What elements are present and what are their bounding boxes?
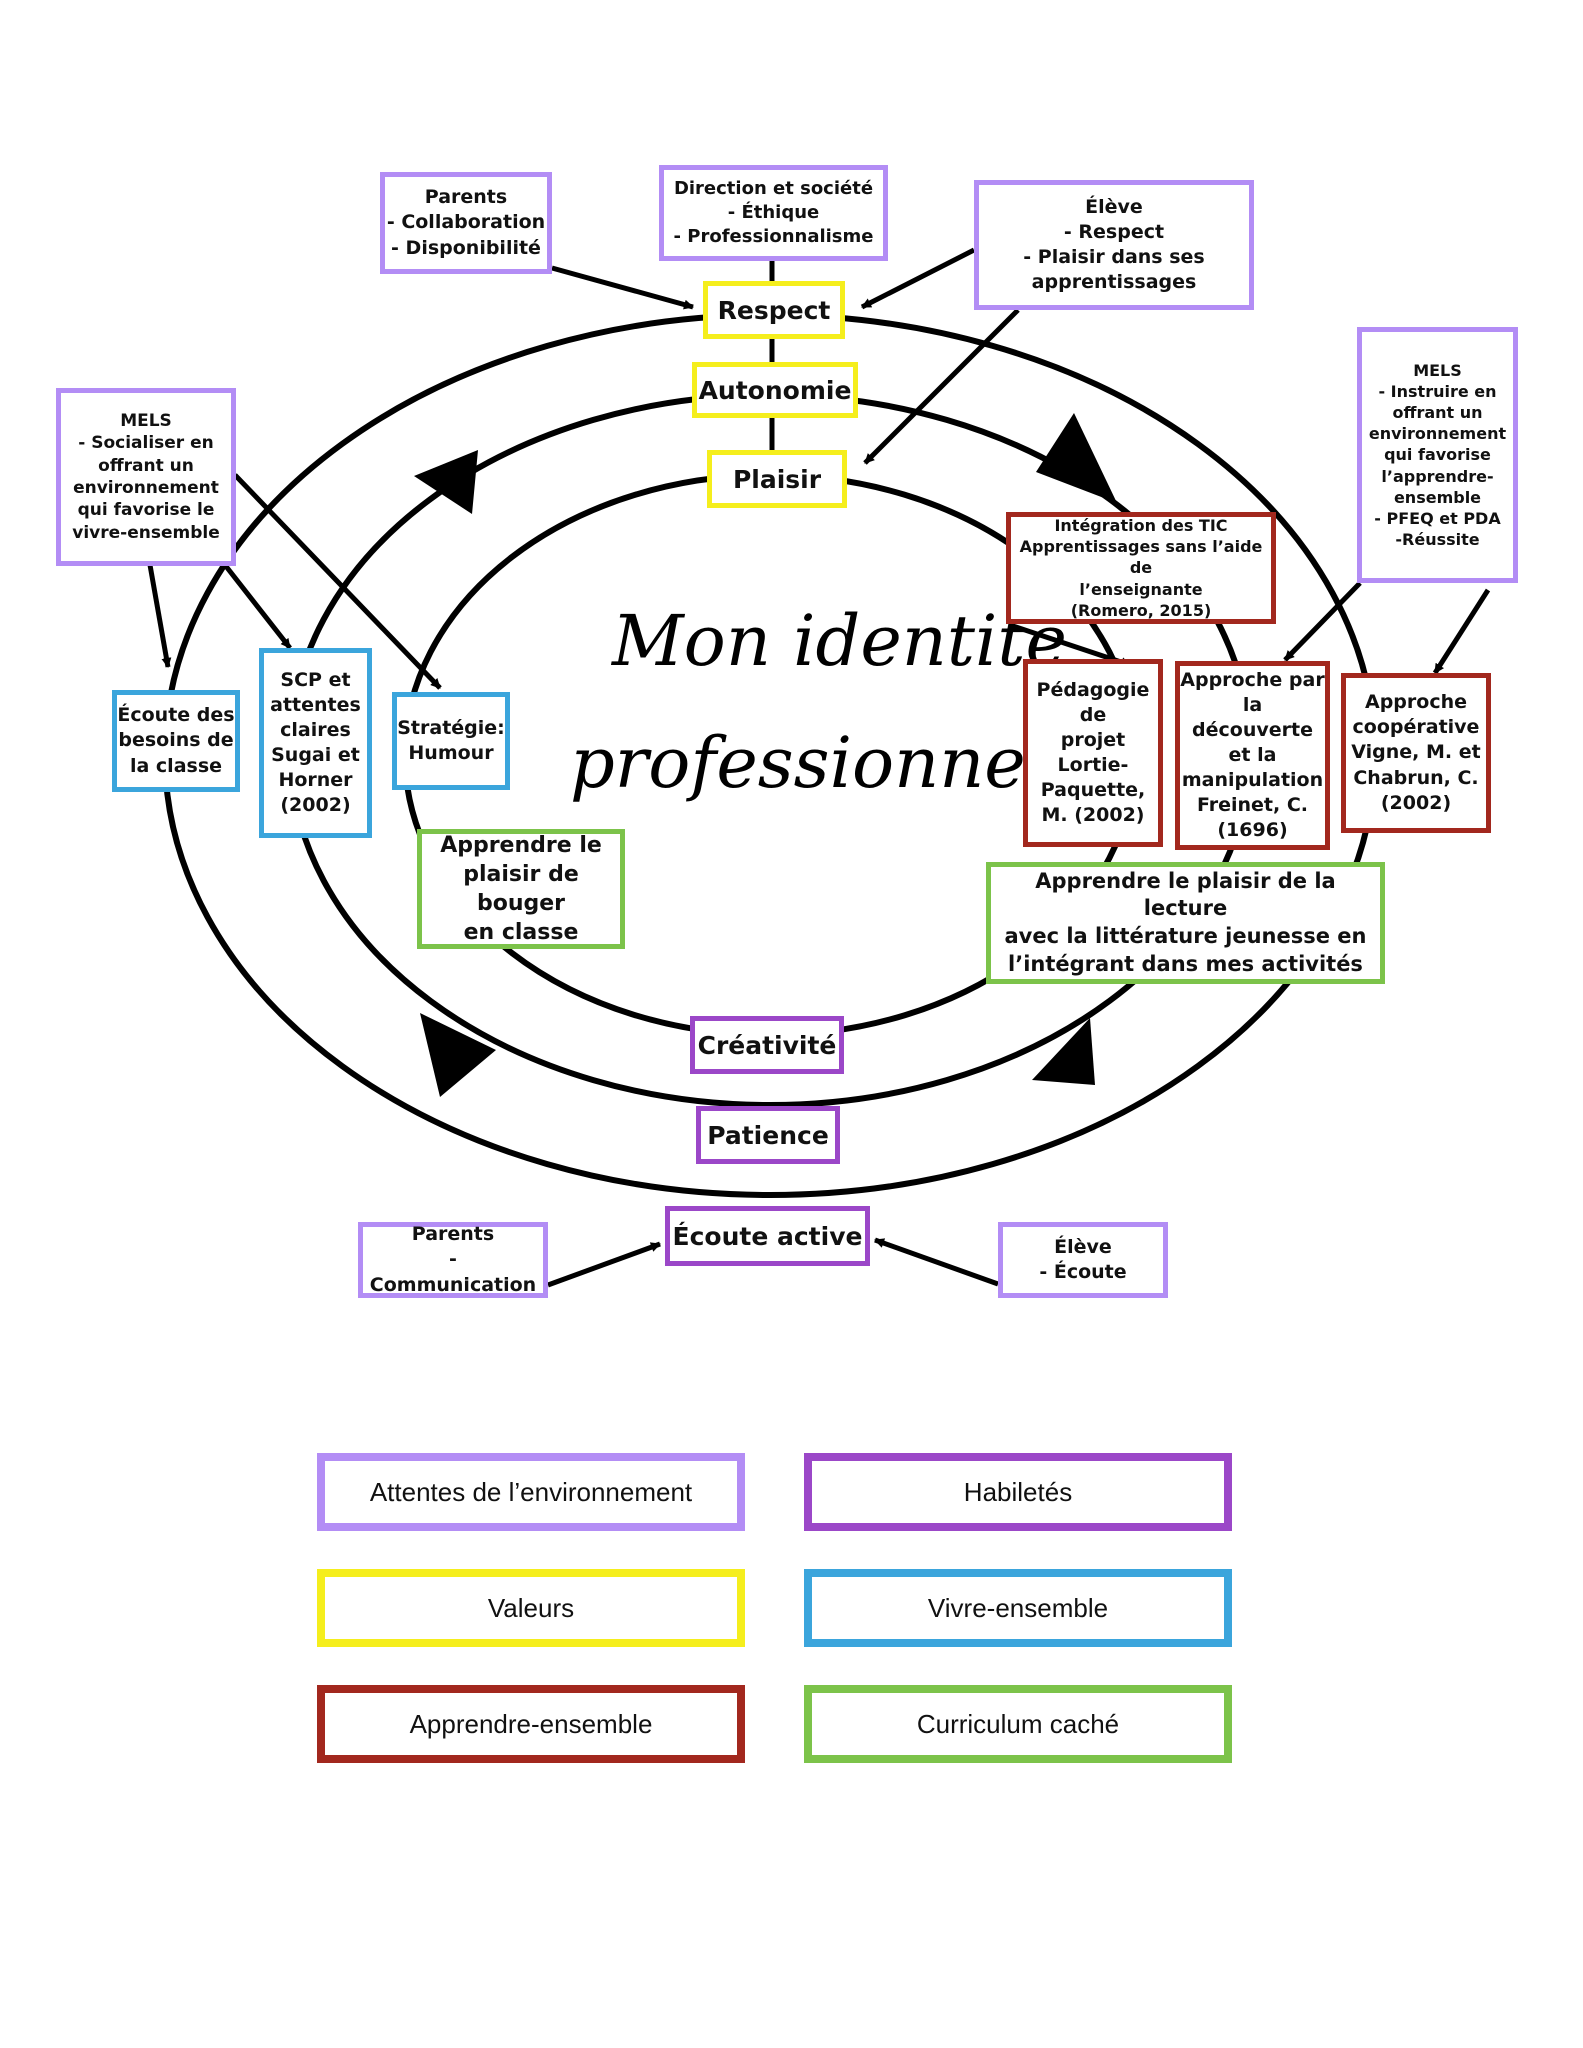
- arrow-parents-to-respect: [551, 265, 694, 310]
- flow-arrow-bottom-right: [1032, 1018, 1095, 1085]
- title-line-2: professionnelle: [570, 722, 1112, 804]
- flow-arrow-top-left: [414, 450, 478, 514]
- box-parents-top: Parents- Collaboration- Disponibilité: [380, 172, 552, 274]
- flow-arrow-top-right: [1036, 413, 1117, 503]
- box-patience: Patience: [696, 1106, 840, 1164]
- flow-arrow-bottom-left: [420, 1013, 496, 1097]
- arrow-mels-to-decouverte: [1283, 581, 1362, 662]
- arrow-mels-to-ecoute-besoins: [147, 564, 172, 668]
- arrow-eleve-to-respect: [860, 247, 976, 310]
- arrow-tic-to-pedagogie: [1009, 622, 1131, 668]
- arrow-eleve-to-plaisir: [863, 308, 1020, 465]
- title-line-1: Mon identité: [612, 600, 1067, 682]
- arrow-mels-to-scp: [223, 563, 292, 650]
- box-strategie: Stratégie:Humour: [392, 692, 510, 790]
- box-ecoute-active: Écoute active: [665, 1206, 870, 1266]
- box-eleve-bottom: Élève- Écoute: [998, 1222, 1168, 1298]
- box-plaisir: Plaisir: [707, 450, 847, 508]
- legend-habiletes: Habiletés: [804, 1453, 1232, 1531]
- legend-vivre: Vivre-ensemble: [804, 1569, 1232, 1647]
- legend-curriculum: Curriculum caché: [804, 1685, 1232, 1763]
- box-respect: Respect: [703, 281, 845, 339]
- box-parents-bottom: Parents- Communication: [358, 1222, 548, 1298]
- arrow-parents-to-ecoute: [547, 1241, 661, 1288]
- arrow-mels-to-strategie: [233, 473, 442, 690]
- box-autonomie: Autonomie: [692, 362, 858, 418]
- legend-valeurs: Valeurs: [317, 1569, 745, 1647]
- arrow-eleve-to-ecoute: [874, 1237, 999, 1287]
- box-creativite: Créativité: [690, 1016, 844, 1074]
- arrow-mels-to-cooperative: [1432, 588, 1491, 675]
- legend-attentes: Attentes de l’environnement: [317, 1453, 745, 1531]
- legend-apprendre: Apprendre-ensemble: [317, 1685, 745, 1763]
- box-direction: Direction et société- Éthique- Professio…: [659, 165, 888, 261]
